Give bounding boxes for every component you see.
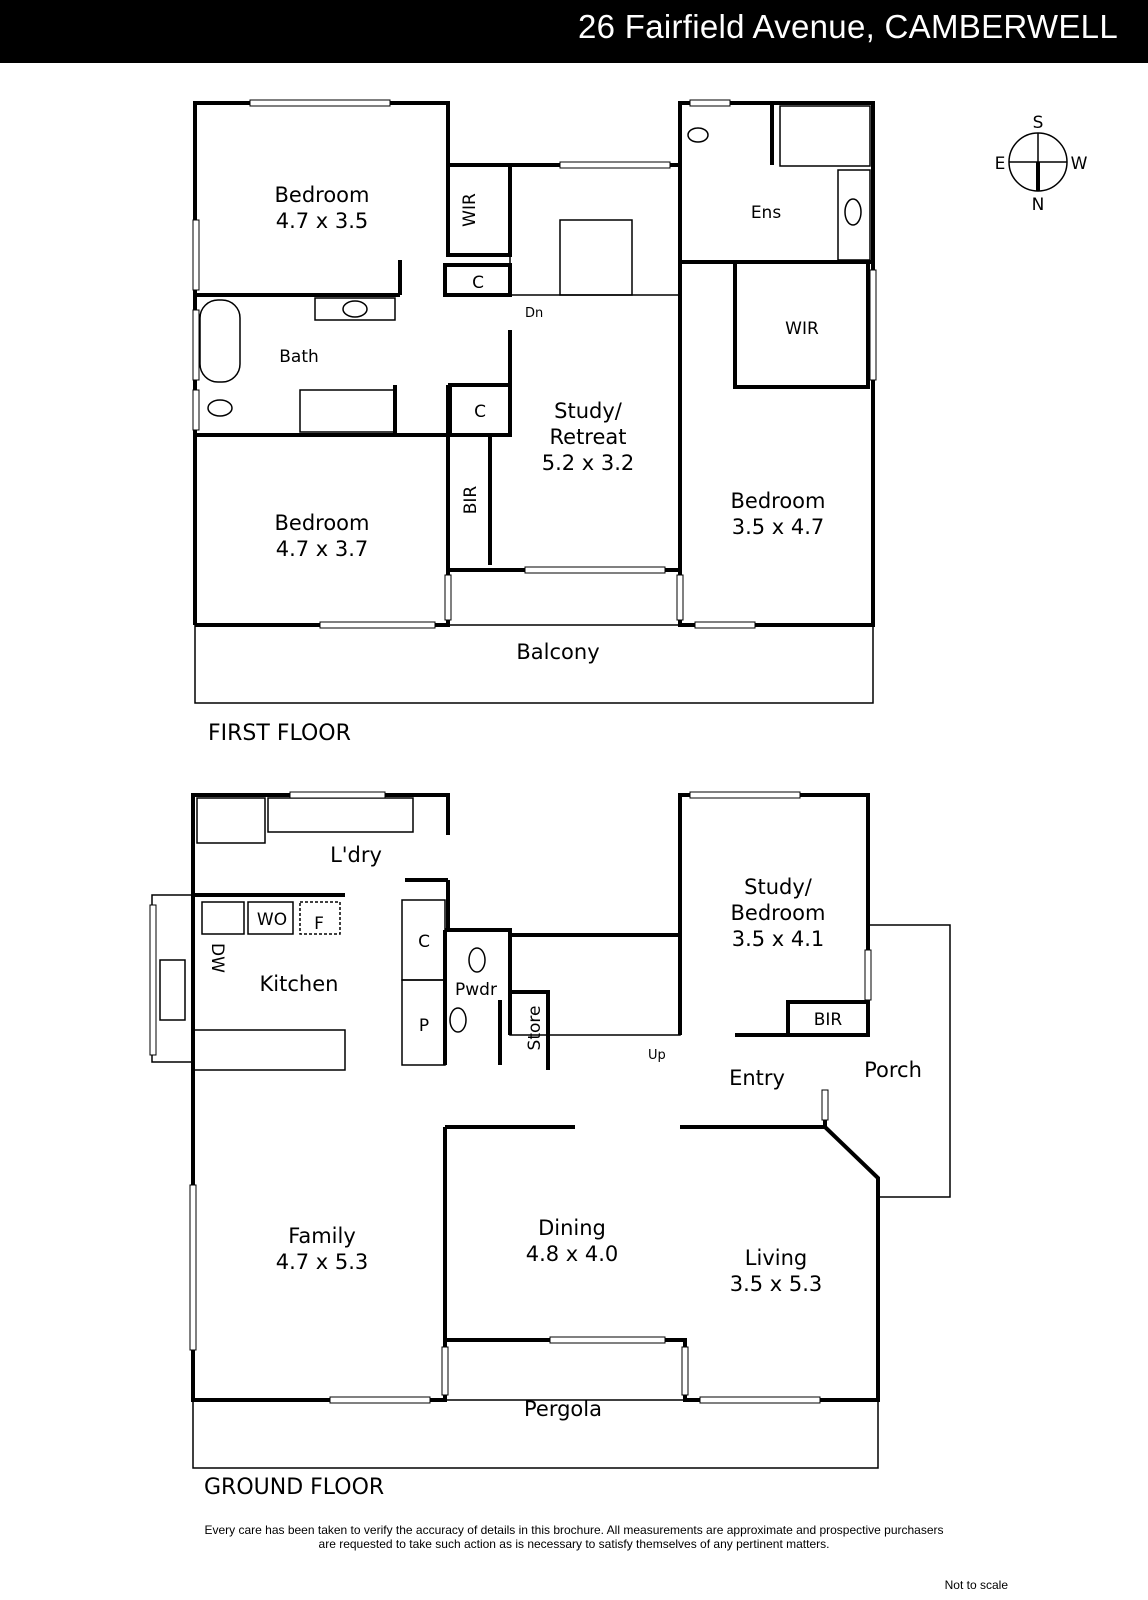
label: W [1071, 154, 1088, 174]
label: WIR [460, 193, 480, 227]
label: Dn [525, 306, 543, 321]
label: N [1032, 195, 1045, 215]
ground-floor-title: GROUND FLOOR [204, 1475, 384, 1500]
ground-floor-walls [149, 791, 951, 1469]
label: Bedroom [731, 489, 826, 513]
balcony-outline [194, 624, 874, 704]
label: C [472, 273, 484, 293]
label: 4.7 x 3.7 [276, 537, 369, 561]
ground-floor-labels: L'dry Kitchen DW WO F C P Pwdr Store Up … [204, 843, 922, 1500]
first-floor-labels: Bedroom 4.7 x 3.5 Bath Bedroom 4.7 x 3.7… [208, 183, 825, 746]
label: DW [207, 943, 227, 973]
label: Study/ [554, 399, 623, 423]
label: Living [745, 1246, 807, 1270]
label: Every care has been taken to verify the … [204, 1523, 944, 1537]
label: are requested to take such action as is … [318, 1537, 830, 1551]
label: L'dry [330, 843, 382, 867]
label: 3.5 x 5.3 [730, 1272, 823, 1296]
header-bar: 26 Fairfield Avenue, CAMBERWELL [0, 0, 1148, 63]
first-floor-title: FIRST FLOOR [208, 721, 351, 746]
disclaimer: Every care has been taken to verify the … [0, 1523, 1148, 1551]
label: E [995, 154, 1006, 174]
pergola-outline [192, 1399, 879, 1469]
label: 4.8 x 4.0 [526, 1242, 619, 1266]
label: 4.7 x 3.5 [276, 209, 369, 233]
label: WO [257, 910, 287, 930]
label: Retreat [550, 425, 627, 449]
property-address: 26 Fairfield Avenue, CAMBERWELL [577, 8, 1118, 45]
label: Bedroom [275, 183, 370, 207]
label: P [419, 1016, 429, 1036]
label: Entry [729, 1066, 785, 1090]
not-to-scale-note: Not to scale [944, 1578, 1008, 1592]
label: BIR [461, 486, 481, 515]
label: C [474, 402, 486, 422]
label: Porch [864, 1058, 922, 1082]
label: S [1033, 113, 1044, 133]
label: Bedroom [731, 901, 826, 925]
label: BIR [814, 1010, 843, 1030]
first-floor-walls [192, 99, 877, 704]
label: F [314, 914, 324, 934]
label: Dining [538, 1216, 606, 1240]
label: Bedroom [275, 511, 370, 535]
label: Up [648, 1048, 666, 1063]
label: Pergola [524, 1397, 602, 1421]
label: Ens [751, 203, 782, 223]
label: 4.7 x 5.3 [276, 1250, 369, 1274]
label: 3.5 x 4.1 [732, 927, 825, 951]
label: Bath [279, 347, 319, 367]
label: 3.5 x 4.7 [732, 515, 825, 539]
label: Kitchen [260, 972, 339, 996]
label: 5.2 x 3.2 [542, 451, 635, 475]
label: C [418, 932, 430, 952]
label: Pwdr [455, 980, 497, 1000]
label: Store [525, 1006, 545, 1051]
label: Balcony [516, 640, 599, 664]
label: Study/ [744, 875, 813, 899]
compass-icon: S E W N [995, 113, 1088, 215]
label: Family [288, 1224, 356, 1248]
label: WIR [785, 319, 819, 339]
